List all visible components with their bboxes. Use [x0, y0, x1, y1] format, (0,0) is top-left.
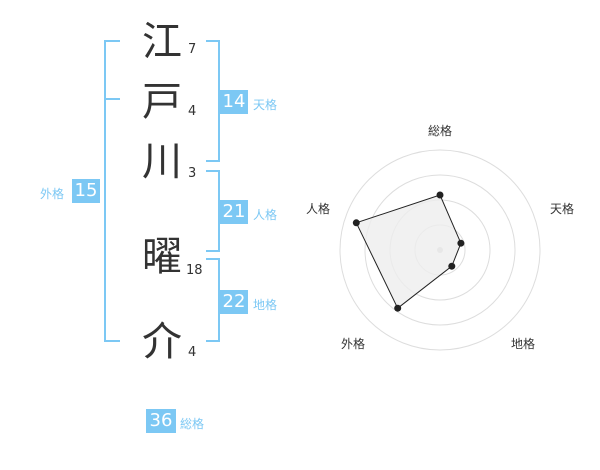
gaikaku-badge: 15 — [72, 179, 100, 203]
jinkaku-label: 人格 — [253, 208, 278, 222]
chikaku-label: 地格 — [253, 298, 278, 312]
stroke-count-2: 4 — [188, 104, 197, 119]
jinkaku-badge: 21 — [220, 200, 248, 224]
name-char-2: 戸 — [142, 79, 182, 125]
radar-series-polygon — [355, 194, 462, 309]
chikaku-bracket — [206, 258, 220, 342]
name-char-5: 介 — [142, 319, 182, 365]
soukaku-badge: 36 — [146, 409, 176, 433]
radar-point-5 — [352, 219, 360, 227]
radar-point-4 — [394, 304, 402, 312]
gaikaku-bracket — [104, 40, 120, 342]
stroke-count-5: 4 — [188, 345, 197, 360]
radar-axis-label-gaikaku: 外格 — [341, 337, 366, 351]
stroke-count-3: 3 — [188, 166, 197, 181]
radar-ring — [339, 149, 541, 351]
name-char-1: 江 — [142, 19, 182, 65]
radar-axis-label-chikaku: 地格 — [511, 337, 536, 351]
radar-axis-label-jinkaku: 人格 — [306, 202, 331, 216]
stroke-count-4: 18 — [186, 263, 203, 278]
radar-point-1 — [436, 191, 444, 199]
gaikaku-label: 外格 — [40, 187, 65, 201]
tenkaku-bracket — [206, 40, 220, 162]
radar-axis-label-tenkaku: 天格 — [550, 202, 575, 216]
radar-point-2 — [457, 239, 465, 247]
name-char-3: 川 — [142, 139, 182, 185]
tenkaku-label: 天格 — [253, 98, 278, 112]
jinkaku-bracket — [206, 170, 220, 252]
radar-point-3 — [448, 262, 456, 270]
gaikaku-bracket-mid — [104, 98, 120, 100]
stroke-count-1: 7 — [188, 42, 197, 57]
soukaku-label: 総格 — [180, 417, 205, 431]
chikaku-badge: 22 — [220, 290, 248, 314]
name-char-4: 曜 — [142, 234, 182, 280]
radar-ring — [364, 174, 516, 326]
radar-axis-label-soukaku: 総格 — [428, 124, 453, 138]
tenkaku-badge: 14 — [220, 90, 248, 114]
